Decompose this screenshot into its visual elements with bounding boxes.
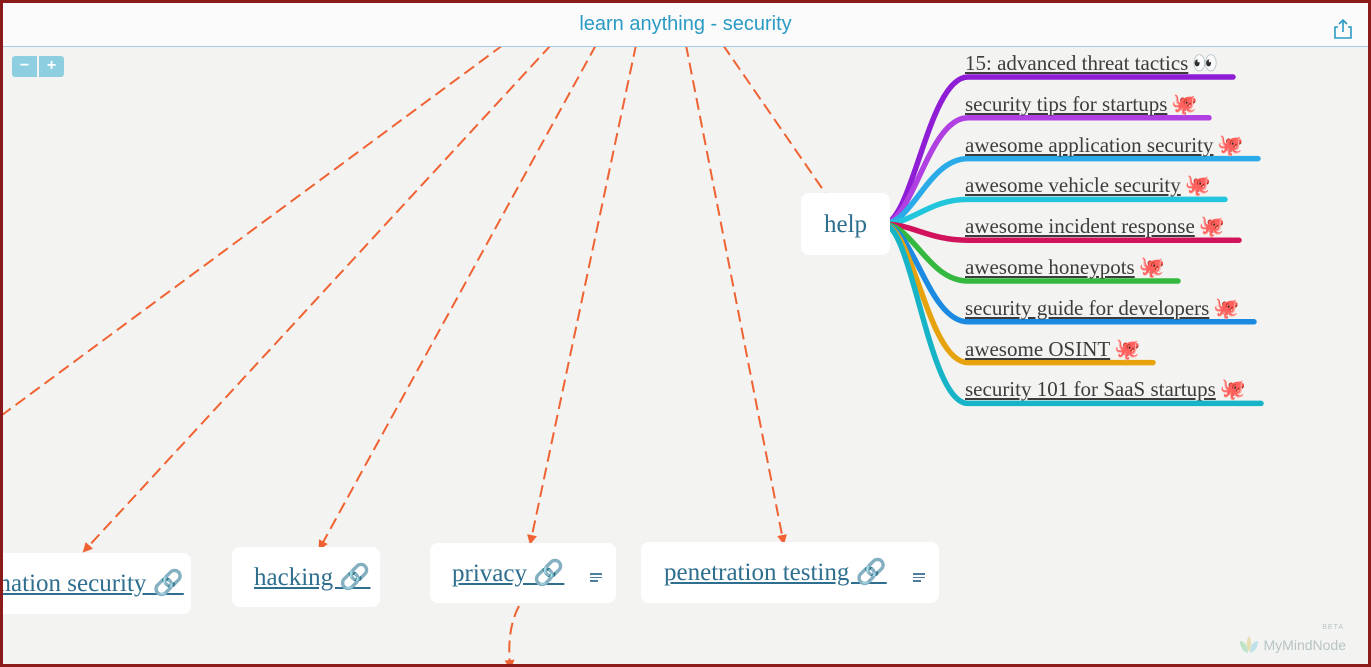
eyes-icon: 👀 — [1192, 51, 1219, 75]
help-resource-link[interactable]: awesome OSINT🐙 — [965, 336, 1141, 361]
connector-layer — [3, 44, 1264, 664]
help-resource-label[interactable]: security 101 for SaaS startups — [965, 377, 1216, 402]
mymindnode-watermark: MyMindNode BETA — [1238, 624, 1346, 655]
octopus-icon: 🐙 — [1217, 132, 1244, 157]
help-resource-link[interactable]: 15: advanced threat tactics👀 — [965, 53, 1218, 74]
arrow-to-information-security-2 — [82, 44, 552, 553]
help-resource-label[interactable]: awesome application security — [965, 132, 1214, 157]
octopus-icon: 🐙 — [1138, 255, 1165, 279]
node-privacy-label[interactable]: privacy 🔗 — [452, 560, 565, 587]
help-resource-label[interactable]: awesome OSINT — [965, 336, 1111, 361]
help-resource-link[interactable]: security tips for startups🐙 — [965, 91, 1198, 116]
arrow-to-hacking — [318, 44, 597, 551]
help-resource-link[interactable]: security guide for developers🐙 — [965, 295, 1240, 320]
help-branch-line — [880, 221, 1264, 407]
zoom-controls: − + — [12, 56, 64, 77]
arrow-to-information-security — [3, 44, 504, 416]
note-icon[interactable] — [913, 573, 925, 583]
octopus-icon: 🐙 — [1198, 214, 1225, 239]
help-resource-label[interactable]: awesome honeypots — [965, 255, 1135, 279]
watermark-brand: MyMindNode — [1263, 637, 1346, 653]
window-title: learn anything - security — [579, 13, 792, 35]
share-icon[interactable] — [1332, 13, 1354, 39]
octopus-icon: 🐙 — [1114, 336, 1141, 361]
node-information-security[interactable]: information security 🔗 — [3, 553, 191, 614]
arrow-to-privacy — [527, 44, 637, 545]
help-resource-label[interactable]: awesome incident response — [965, 214, 1195, 239]
octopus-icon: 🐙 — [1219, 377, 1246, 402]
help-resource-label[interactable]: security tips for startups — [965, 91, 1168, 116]
octopus-icon: 🐙 — [1184, 173, 1211, 198]
arrow-to-penetration-testing — [685, 44, 787, 545]
zoom-in-button[interactable]: + — [39, 56, 64, 77]
mymindnode-logo-icon — [1239, 636, 1258, 653]
help-resource-label[interactable]: 15: advanced threat tactics — [965, 51, 1189, 75]
help-resource-label[interactable]: security guide for developers — [965, 295, 1210, 320]
node-hacking-label[interactable]: hacking 🔗 — [254, 564, 371, 591]
watermark-beta-badge: BETA — [1322, 624, 1344, 631]
mindmap-canvas[interactable]: learn anything - security − + informatio… — [3, 3, 1368, 664]
node-penetration-testing-label[interactable]: penetration testing 🔗 — [664, 559, 887, 586]
help-resource-label[interactable]: awesome vehicle security — [965, 173, 1181, 198]
zoom-out-button[interactable]: − — [12, 56, 37, 77]
window-titlebar: learn anything - security — [3, 3, 1368, 47]
help-resource-link[interactable]: awesome application security🐙 — [965, 132, 1244, 157]
octopus-icon: 🐙 — [1171, 91, 1198, 116]
arrow-to-help — [722, 44, 827, 195]
node-hacking[interactable]: hacking 🔗 — [232, 547, 380, 607]
help-resource-link[interactable]: security 101 for SaaS startups🐙 — [965, 379, 1246, 400]
arrow-from-privacy — [504, 605, 520, 664]
node-information-security-label[interactable]: information security 🔗 — [3, 570, 184, 597]
help-resource-link[interactable]: awesome honeypots🐙 — [965, 257, 1165, 278]
note-icon[interactable] — [590, 573, 602, 583]
help-resource-link[interactable]: awesome vehicle security🐙 — [965, 175, 1211, 196]
node-help-label[interactable]: help — [824, 211, 868, 238]
octopus-icon: 🐙 — [1213, 295, 1240, 320]
node-help[interactable]: help — [801, 193, 890, 255]
node-penetration-testing[interactable]: penetration testing 🔗 — [641, 542, 939, 603]
help-resource-link[interactable]: awesome incident response🐙 — [965, 216, 1225, 237]
node-privacy[interactable]: privacy 🔗 — [430, 543, 616, 603]
